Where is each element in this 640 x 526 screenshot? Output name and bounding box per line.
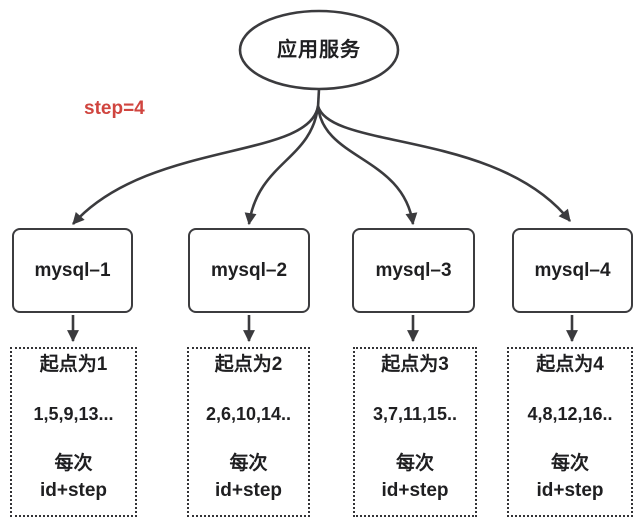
mysql-3-label: mysql–3 xyxy=(375,259,452,281)
increment-rule-line2: id+step xyxy=(536,480,604,501)
start-label: 起点为1 xyxy=(39,354,108,375)
mysql-1-label: mysql–1 xyxy=(34,259,111,281)
arrow-root-to-mysql-4 xyxy=(316,105,572,222)
arrow-root-to-mysql-2 xyxy=(244,105,320,226)
arrow-stem xyxy=(316,88,321,108)
step-annotation: step=4 xyxy=(84,98,145,119)
arrow-root-to-mysql-1 xyxy=(72,105,320,225)
mysql-3-box: mysql–3 xyxy=(352,228,475,313)
sequence-label: 2,6,10,14.. xyxy=(205,404,292,424)
increment-rule: 每次 id+step xyxy=(40,450,107,504)
mysql-1-box: mysql–1 xyxy=(12,228,133,313)
increment-rule-line2: id+step xyxy=(381,480,449,501)
arrow-root-to-mysql-3 xyxy=(316,105,418,226)
mysql-2-label: mysql–2 xyxy=(210,259,288,281)
app-service-label: 应用服务 xyxy=(277,39,361,61)
increment-rule: 每次 id+step xyxy=(381,450,448,504)
increment-rule-line1: 每次 xyxy=(54,453,93,474)
increment-rule: 每次 id+step xyxy=(215,450,282,504)
increment-rule-line1: 每次 xyxy=(229,453,268,474)
sequence-label: 3,7,11,15.. xyxy=(372,404,458,424)
increment-rule-line1: 每次 xyxy=(550,453,589,474)
increment-rule-line2: id+step xyxy=(39,480,108,501)
id-range-2-box: 起点为2 2,6,10,14.. 每次 id+step xyxy=(187,347,310,517)
sequence-label: 1,5,9,13... xyxy=(33,404,114,424)
start-label: 起点为3 xyxy=(381,354,449,375)
start-label: 起点为2 xyxy=(214,354,283,375)
increment-rule-line1: 每次 xyxy=(395,453,434,474)
sequence-label: 4,8,12,16.. xyxy=(527,404,613,424)
id-range-4-box: 起点为4 4,8,12,16.. 每次 id+step xyxy=(507,347,633,517)
mysql-4-box: mysql–4 xyxy=(512,228,633,313)
start-label: 起点为4 xyxy=(536,354,604,375)
mysql-2-box: mysql–2 xyxy=(188,228,310,313)
mysql-4-label: mysql–4 xyxy=(534,259,611,281)
increment-rule-line2: id+step xyxy=(214,480,283,501)
id-range-3-box: 起点为3 3,7,11,15.. 每次 id+step xyxy=(353,347,477,517)
id-range-1-box: 起点为1 1,5,9,13... 每次 id+step xyxy=(10,347,137,517)
increment-rule: 每次 id+step xyxy=(536,450,603,504)
